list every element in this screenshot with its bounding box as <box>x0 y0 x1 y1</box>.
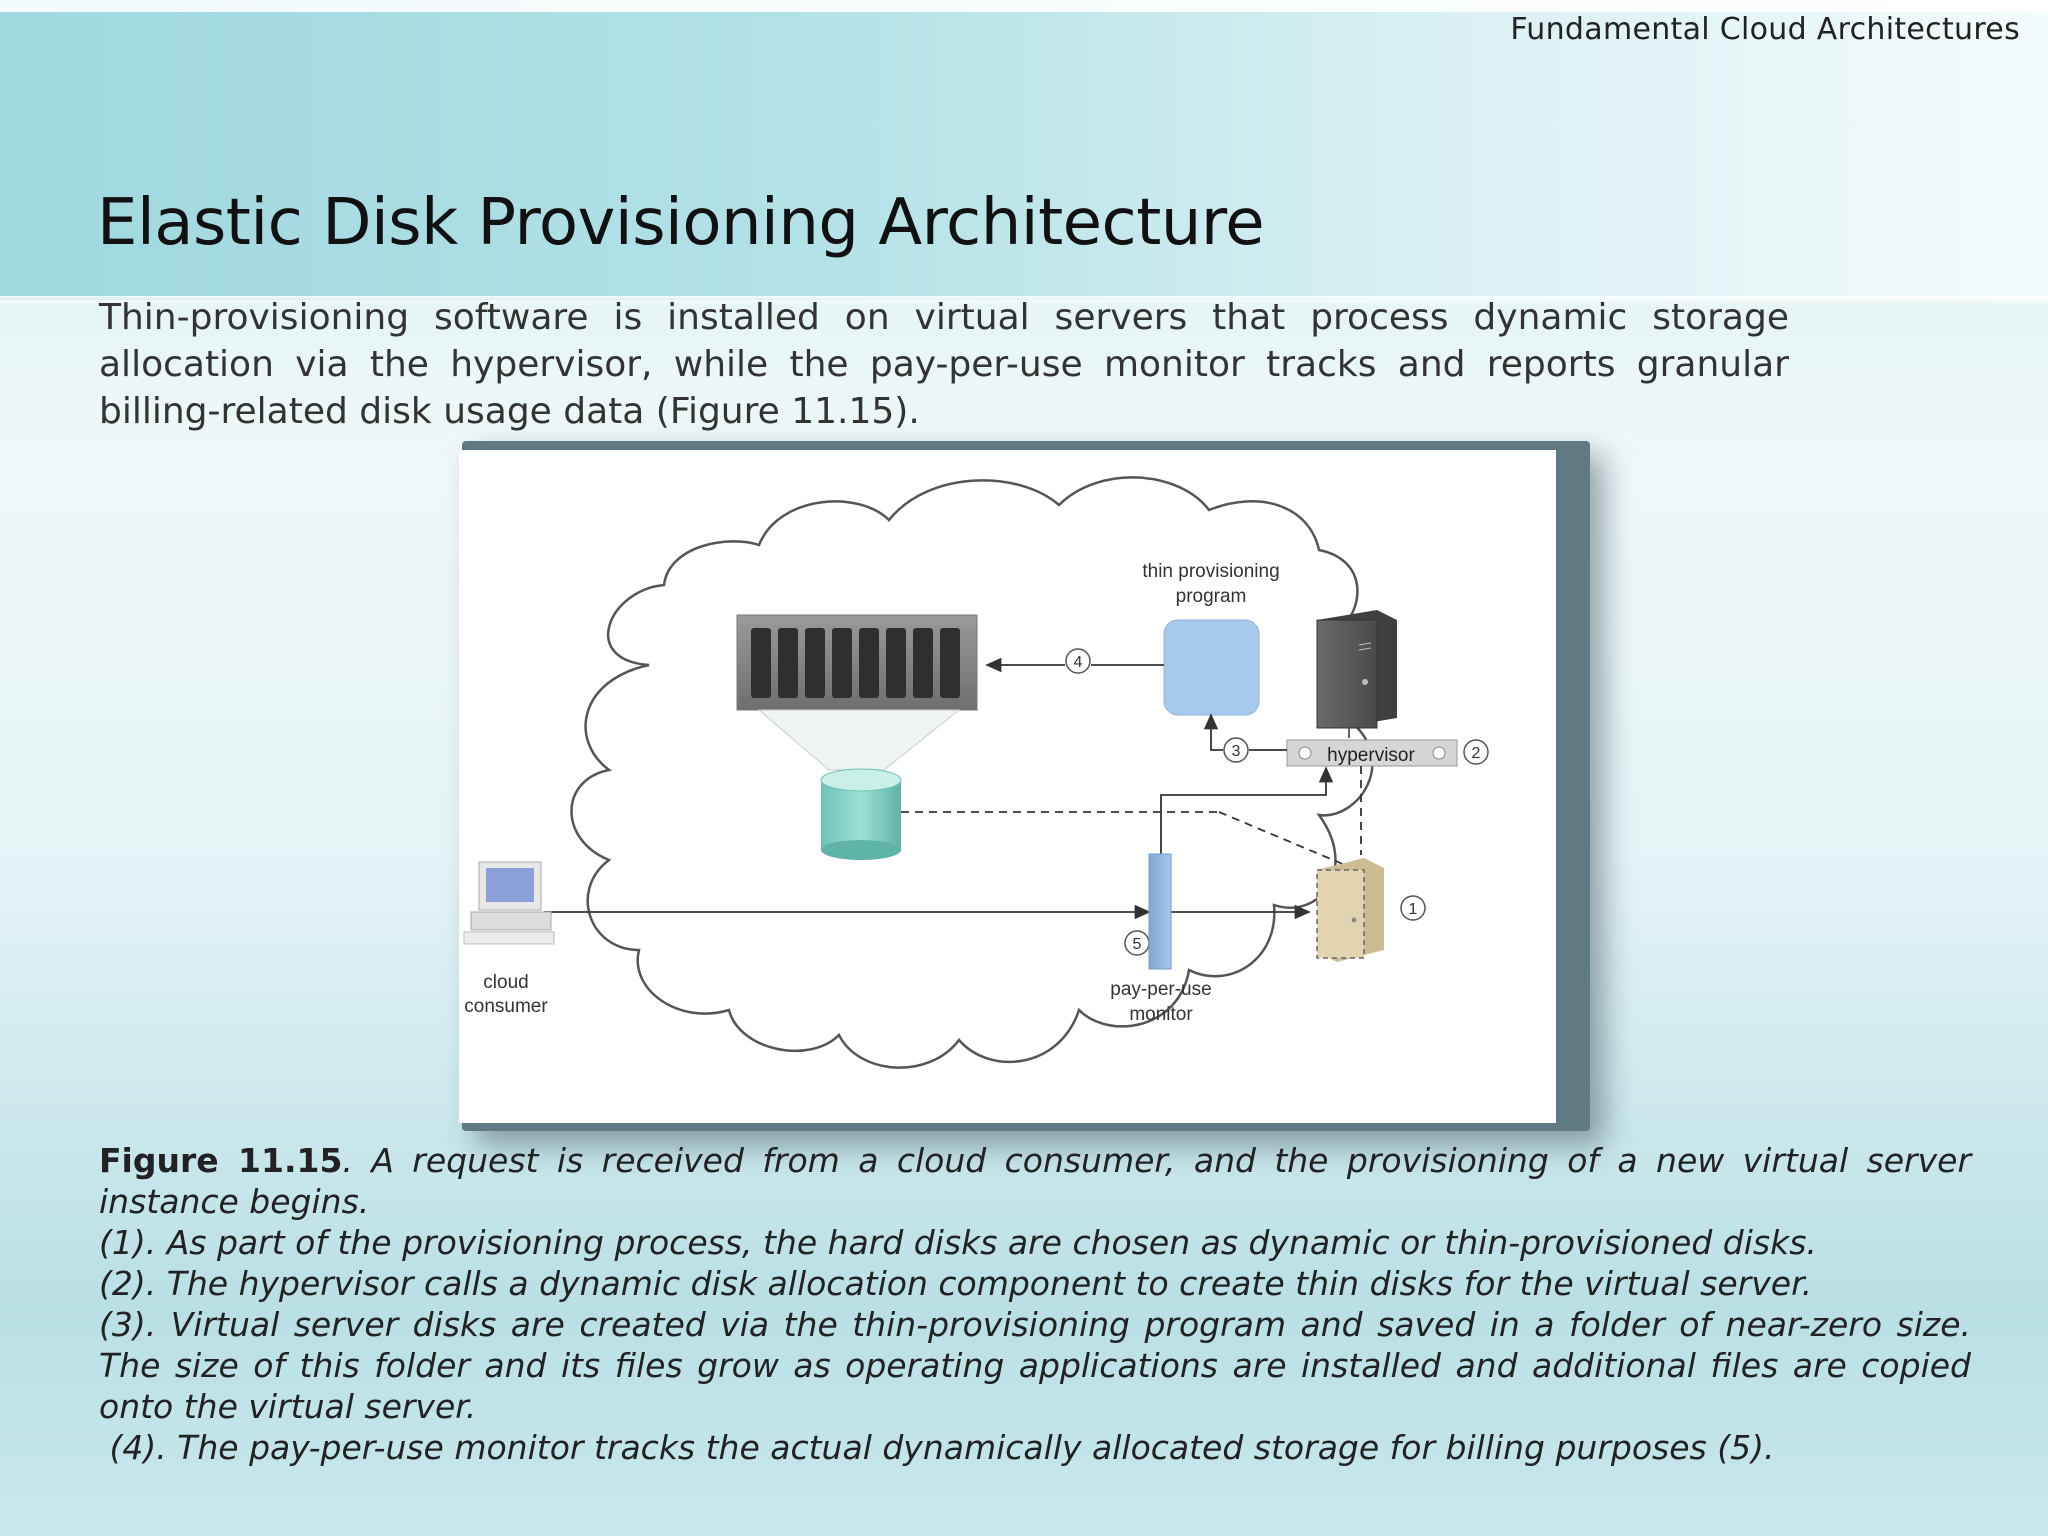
server-tower-icon <box>1316 610 1397 738</box>
step-3-circle <box>1223 737 1249 763</box>
thin-program-box <box>1163 619 1260 716</box>
header-band <box>0 0 2048 300</box>
virtual-server-icon <box>1316 858 1384 962</box>
storage-array-icon <box>736 614 978 771</box>
database-icon <box>820 768 902 860</box>
hypervisor-icon <box>1286 739 1458 767</box>
step-4-circle <box>1065 648 1091 674</box>
thin-program-label-2: program <box>1176 586 1247 607</box>
step-2-circle <box>1463 739 1489 765</box>
monitor-label-1: pay-per-use <box>1110 979 1211 1000</box>
step-4-number: 4 <box>1074 654 1083 671</box>
caption-step-4: (4). The pay-per-use monitor tracks the … <box>99 1428 1775 1467</box>
monitor-bar-icon <box>1148 853 1172 970</box>
workstation-icon <box>463 861 555 945</box>
caption-figure-number: Figure 11.15 <box>99 1141 343 1180</box>
section-title: Fundamental Cloud Architectures <box>1510 12 2020 47</box>
dashed-db-to-server <box>1218 811 1358 871</box>
header-band-edge <box>0 0 2048 12</box>
caption-step-1: (1). As part of the provisioning process… <box>99 1223 1817 1262</box>
header-divider <box>0 296 2048 306</box>
monitor-label-2: monitor <box>1129 1004 1193 1025</box>
arrow-step-3 <box>1203 713 1223 751</box>
thin-program-label-1: thin provisioning <box>1142 561 1279 582</box>
step-1-circle <box>1400 895 1426 921</box>
caption-lead-text: . A request is received from a cloud con… <box>99 1141 1972 1221</box>
slide-title: Elastic Disk Provisioning Architecture <box>97 186 1265 260</box>
caption-step-3: (3). Virtual server disks are created vi… <box>99 1305 1971 1426</box>
step-3-number: 3 <box>1232 743 1241 760</box>
intro-paragraph: Thin-provisioning software is installed … <box>99 297 1789 432</box>
arrow-monitor-to-hypervisor <box>1160 766 1334 885</box>
figure-11-15: thin provisioning program hypervisor 4 3… <box>459 450 1556 1123</box>
caption-intro: Figure 11.15. A request is received from… <box>99 1140 1971 1222</box>
consumer-label-1: cloud <box>483 972 528 993</box>
step-1-number: 1 <box>1409 901 1418 918</box>
step-2-number: 2 <box>1472 745 1481 762</box>
hypervisor-label: hypervisor <box>1327 745 1415 766</box>
caption-step-2: (2). The hypervisor calls a dynamic disk… <box>99 1264 1813 1303</box>
figure-caption: Figure 11.15. A request is received from… <box>99 1140 1971 1468</box>
step-5-number: 5 <box>1133 936 1142 953</box>
consumer-label-2: consumer <box>464 996 548 1017</box>
architecture-diagram: thin provisioning program hypervisor 4 3… <box>463 476 1489 1069</box>
